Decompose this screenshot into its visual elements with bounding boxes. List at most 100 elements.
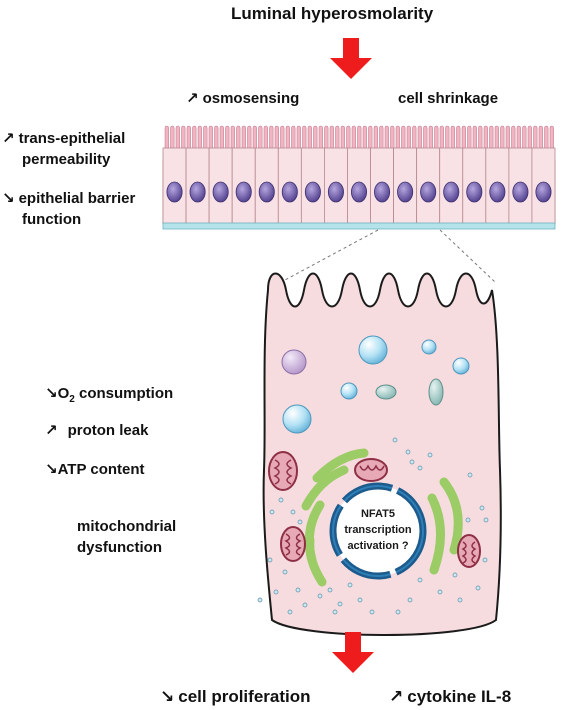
microvillus [351, 125, 356, 151]
granule [273, 589, 279, 595]
granule [427, 452, 433, 458]
microvillus [346, 125, 351, 151]
cell-nucleus [281, 181, 298, 203]
microvillus [170, 125, 175, 151]
microvillus [197, 125, 202, 151]
microvillus [384, 125, 389, 151]
label-permeability: ↗trans-epithelial [2, 129, 125, 149]
decrease-arrow-icon: ↘ [45, 385, 58, 402]
microvillus [263, 125, 268, 151]
granule [347, 582, 353, 588]
o2-subscript: 2 [69, 394, 75, 405]
microvillus [269, 125, 274, 151]
cell-nucleus [374, 181, 391, 203]
decrease-arrow-icon: ↘ [160, 687, 175, 706]
microvillus [340, 125, 345, 151]
zoom-line-left [284, 229, 379, 281]
top-red-arrow [330, 38, 372, 79]
microvillus [362, 125, 367, 151]
granule [282, 569, 288, 575]
microvillus [494, 125, 499, 151]
nucleus-text-line3: activation ? [347, 540, 408, 552]
granule [405, 449, 411, 455]
microvillus [329, 125, 334, 151]
vesicle-blue-3 [452, 357, 470, 375]
label-mito-dysfunction-line2: dysfunction [77, 539, 162, 556]
microvillus [307, 125, 312, 151]
permeability-line1: trans-epithelial [18, 130, 126, 147]
cell-nucleus [489, 181, 506, 203]
vesicle-blue-5 [282, 404, 312, 434]
granule [257, 597, 263, 603]
granule [369, 609, 375, 615]
microvillus [225, 125, 230, 151]
microvillus [516, 125, 521, 151]
zoom-line-right [439, 229, 496, 283]
microvillus [478, 125, 483, 151]
cell-nucleus [327, 181, 344, 203]
vesicle-blue-4 [340, 382, 358, 400]
cell-nucleus [443, 181, 460, 203]
granule [482, 557, 488, 563]
cell-nucleus [258, 181, 275, 203]
microvillus [450, 125, 455, 151]
granule [417, 577, 423, 583]
microvillus [434, 125, 439, 151]
increase-arrow-icon: ↗ [186, 90, 199, 107]
atp-text: ATP content [57, 461, 145, 478]
label-osmosensing: ↗osmosensing [186, 89, 299, 109]
granule [437, 589, 443, 595]
microvillus [533, 125, 538, 151]
microvillus [247, 125, 252, 151]
microvillus [230, 125, 235, 151]
microvillus [302, 125, 307, 151]
granule [357, 597, 363, 603]
decrease-arrow-icon: ↘ [45, 461, 58, 478]
label-mito-dysfunction-line1: mitochondrial [77, 518, 177, 535]
basement-membrane [162, 222, 556, 230]
microvillus [483, 125, 488, 151]
epithelium [162, 125, 556, 230]
microvillus [186, 125, 191, 151]
microvillus [500, 125, 505, 151]
microvillus [280, 125, 285, 151]
microvillus [357, 125, 362, 151]
microvillus [236, 125, 241, 151]
decrease-arrow-icon: ↘ [2, 190, 15, 207]
microvillus [219, 125, 224, 151]
granule [290, 509, 296, 515]
microvillus [522, 125, 527, 151]
granule [295, 587, 301, 593]
vesicle-blue-2 [421, 339, 437, 355]
microvillus [192, 125, 197, 151]
nucleus-text-line1: NFAT5 [361, 508, 395, 520]
mitochondrion-2 [354, 458, 388, 482]
o2-prefix: O [57, 385, 70, 402]
microvillus [439, 125, 444, 151]
microvillus [412, 125, 417, 151]
label-cell-shrinkage: cell shrinkage [398, 90, 499, 107]
label-permeability-line2: permeability [22, 151, 111, 168]
granule [409, 459, 415, 465]
microvillus [401, 125, 406, 151]
label-barrier: ↘epithelial barrier [2, 189, 135, 209]
microvillus [417, 125, 422, 151]
label-cell-proliferation: ↘cell proliferation [160, 687, 311, 707]
granule [479, 505, 485, 511]
granule [475, 585, 481, 591]
cell-nucleus [350, 181, 368, 203]
cell-nucleus [535, 181, 552, 203]
vesicle-teal-1 [375, 384, 397, 400]
microvillus [472, 125, 477, 151]
title-luminal-hyperosmolarity: Luminal hyperosmolarity [231, 4, 434, 23]
nucleus-text-line2: transcription [344, 524, 412, 536]
microvillus [406, 125, 411, 151]
granule [297, 519, 303, 525]
barrier-line1: epithelial barrier [18, 190, 136, 207]
microvillus [461, 125, 466, 151]
granule [269, 509, 275, 515]
granule [287, 609, 293, 615]
cell-nucleus [212, 181, 229, 203]
cytoplasm-granules [257, 437, 489, 615]
